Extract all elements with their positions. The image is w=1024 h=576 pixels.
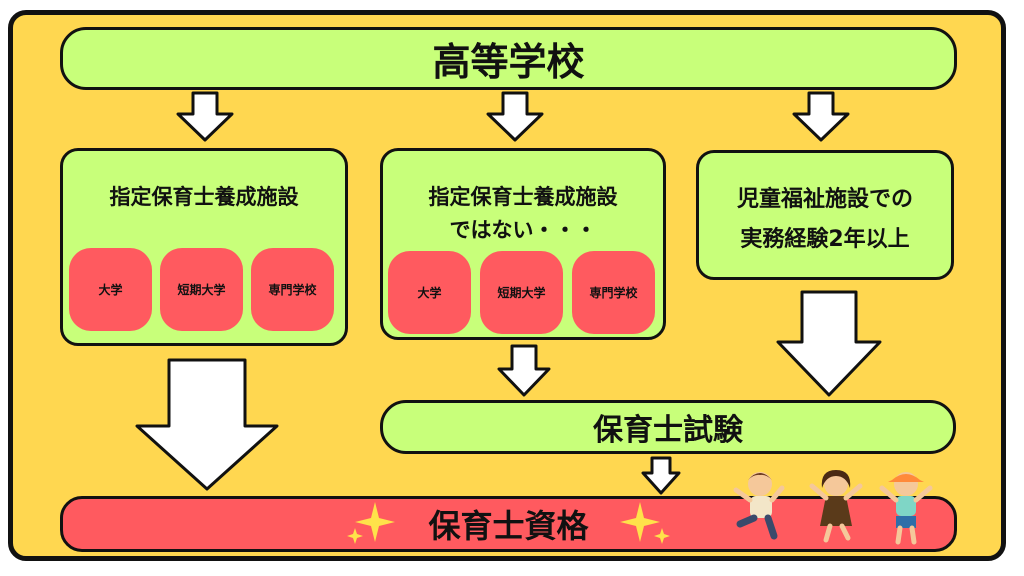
vocational-school-chip: 専門学校 [251, 248, 334, 331]
arrow-down-icon [641, 456, 681, 495]
arrow-down-icon [497, 344, 551, 397]
high-school-box: 高等学校 [60, 27, 957, 90]
university-chip: 大学 [388, 251, 471, 334]
non-designated-title-line1: 指定保育士養成施設 [428, 185, 618, 209]
arrow-down-large-icon [135, 358, 279, 491]
university-chip: 大学 [69, 248, 152, 331]
arrow-down-icon [176, 91, 234, 142]
work-experience-line1: 児童福祉施設での [736, 187, 913, 212]
vocational-school-chip: 専門学校 [572, 251, 655, 334]
junior-college-chip: 短期大学 [160, 248, 243, 331]
non-designated-title-line2: ではない・・・ [449, 218, 597, 242]
child-illustration-icon [879, 472, 933, 545]
work-experience-line2: 実務経験2年以上 [740, 227, 910, 252]
designated-facility-box: 指定保育士養成施設 大学 短期大学 専門学校 [60, 148, 348, 346]
child-illustration-icon [733, 472, 785, 540]
qualification-box: 保育士資格 [60, 496, 957, 552]
sparkle-icon [347, 502, 395, 544]
junior-college-chip: 短期大学 [480, 251, 563, 334]
non-designated-facility-box: 指定保育士養成施設 ではない・・・ 大学 短期大学 専門学校 [380, 148, 666, 340]
child-illustration-icon [809, 470, 863, 543]
sparkle-icon [620, 502, 670, 544]
arrow-down-icon [792, 91, 850, 142]
qualification-label: 保育士資格 [428, 507, 589, 545]
exam-label: 保育士試験 [593, 413, 743, 448]
work-experience-box: 児童福祉施設での 実務経験2年以上 [696, 150, 954, 280]
exam-box: 保育士試験 [380, 400, 956, 454]
designated-facility-title: 指定保育士養成施設 [109, 185, 299, 209]
high-school-label: 高等学校 [432, 40, 585, 84]
arrow-down-large-icon [776, 290, 882, 397]
arrow-down-icon [486, 91, 544, 142]
